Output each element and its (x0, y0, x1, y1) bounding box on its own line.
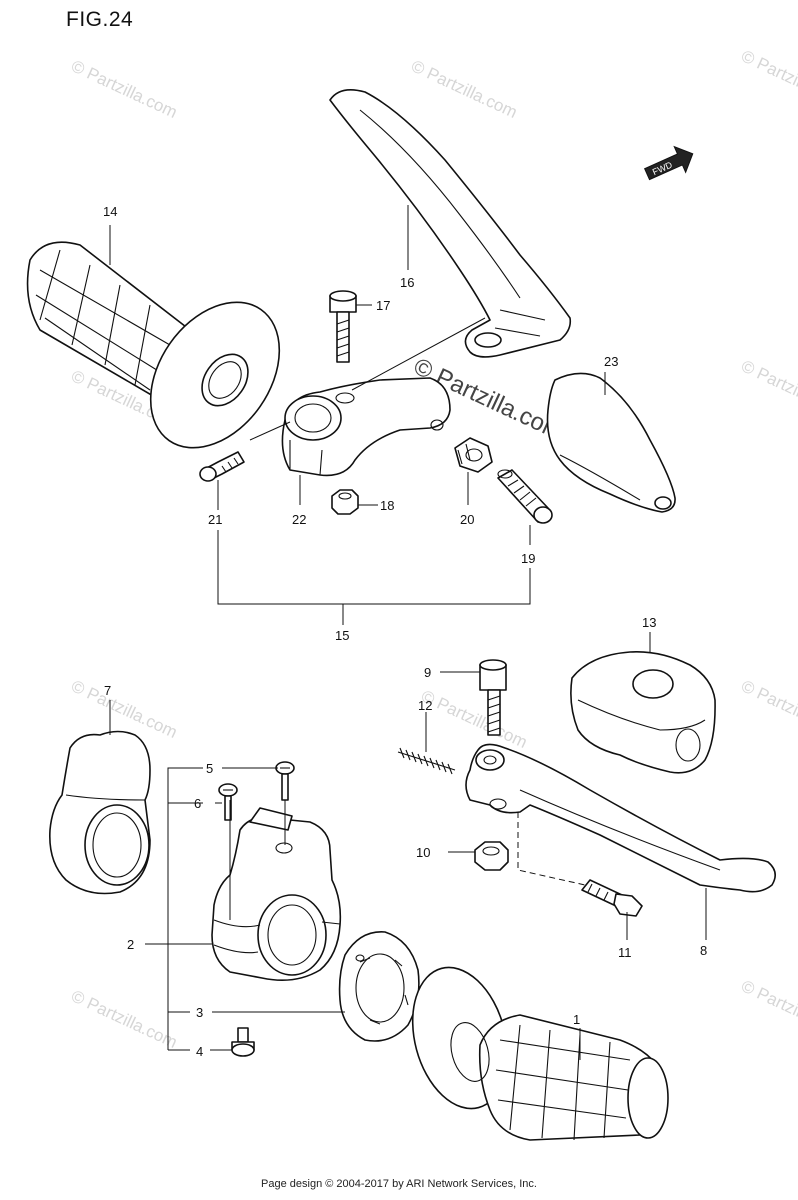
callout-8: 8 (700, 943, 707, 958)
callout-3: 3 (196, 1005, 203, 1020)
watermark-text: © Partzilla.com (738, 46, 798, 112)
callout-11: 11 (618, 945, 632, 960)
screw-part-6 (218, 783, 238, 821)
fwd-label: FWD (651, 160, 674, 178)
page-footer: Page design © 2004-2017 by ARI Network S… (261, 1178, 537, 1190)
adjuster-nut-part-20 (454, 437, 493, 473)
callout-6: 6 (194, 796, 201, 811)
watermark-text: © Partzilla.com (738, 676, 798, 742)
left-grip-part-14 (26, 241, 281, 449)
callout-21: 21 (208, 512, 222, 527)
watermark-text: © Partzilla.com (738, 356, 798, 422)
callout-20: 20 (460, 512, 474, 527)
spring-part-12 (397, 747, 456, 775)
callout-4: 4 (196, 1044, 203, 1059)
callout-12: 12 (418, 698, 432, 713)
switch-cover-part-7 (49, 730, 151, 895)
brake-lever-part-16 (329, 89, 572, 358)
clutch-lever-part-8 (465, 743, 776, 893)
right-grip-part-1 (411, 966, 669, 1141)
lever-holder-part-22 (281, 377, 451, 477)
callout-2: 2 (127, 937, 134, 952)
callout-10: 10 (416, 845, 430, 860)
watermark-text: © Partzilla.com (408, 56, 520, 122)
callout-15: 15 (335, 628, 349, 643)
bolt-part-11 (581, 879, 643, 917)
watermark-text: © Partzilla.com (68, 986, 180, 1052)
callout-7: 7 (104, 683, 111, 698)
callout-5: 5 (206, 761, 213, 776)
screw-part-4 (231, 1027, 255, 1057)
callout-19: 19 (521, 551, 535, 566)
callout-9: 9 (424, 665, 431, 680)
watermark-text: © Partzilla.com (68, 56, 180, 122)
callout-17: 17 (376, 298, 390, 313)
top-leader-lines (109, 205, 606, 625)
bolt-part-17 (329, 290, 357, 363)
bolt-part-21 (199, 451, 245, 482)
switch-housing-part-2 (211, 807, 342, 981)
fwd-arrow-badge: FWD (643, 145, 694, 181)
watermark-text: © Partzilla.com (738, 976, 798, 1042)
clutch-cover-part-13 (570, 650, 716, 774)
callout-16: 16 (400, 275, 414, 290)
callout-13: 13 (642, 615, 656, 630)
watermark-text: © Partzilla.com (418, 686, 530, 752)
bolt-part-9 (479, 659, 507, 736)
figure-title: FIG.24 (66, 8, 134, 31)
nut-part-18 (331, 489, 359, 515)
lower-left-leader-lines (109, 700, 581, 1060)
callout-labels: 14 16 17 23 18 21 22 20 19 15 13 9 7 12 … (103, 204, 707, 1059)
callout-14: 14 (103, 204, 117, 219)
screw-part-5 (275, 761, 295, 801)
nut-part-10 (474, 841, 509, 871)
switch-plate-part-3 (338, 931, 420, 1042)
adjuster-bolt-part-19 (497, 469, 553, 524)
callout-1: 1 (573, 1012, 580, 1027)
callout-18: 18 (380, 498, 394, 513)
lower-right-leader-lines (425, 632, 707, 940)
callout-23: 23 (604, 354, 618, 369)
lever-cover-part-23 (546, 372, 676, 513)
callout-22: 22 (292, 512, 306, 527)
